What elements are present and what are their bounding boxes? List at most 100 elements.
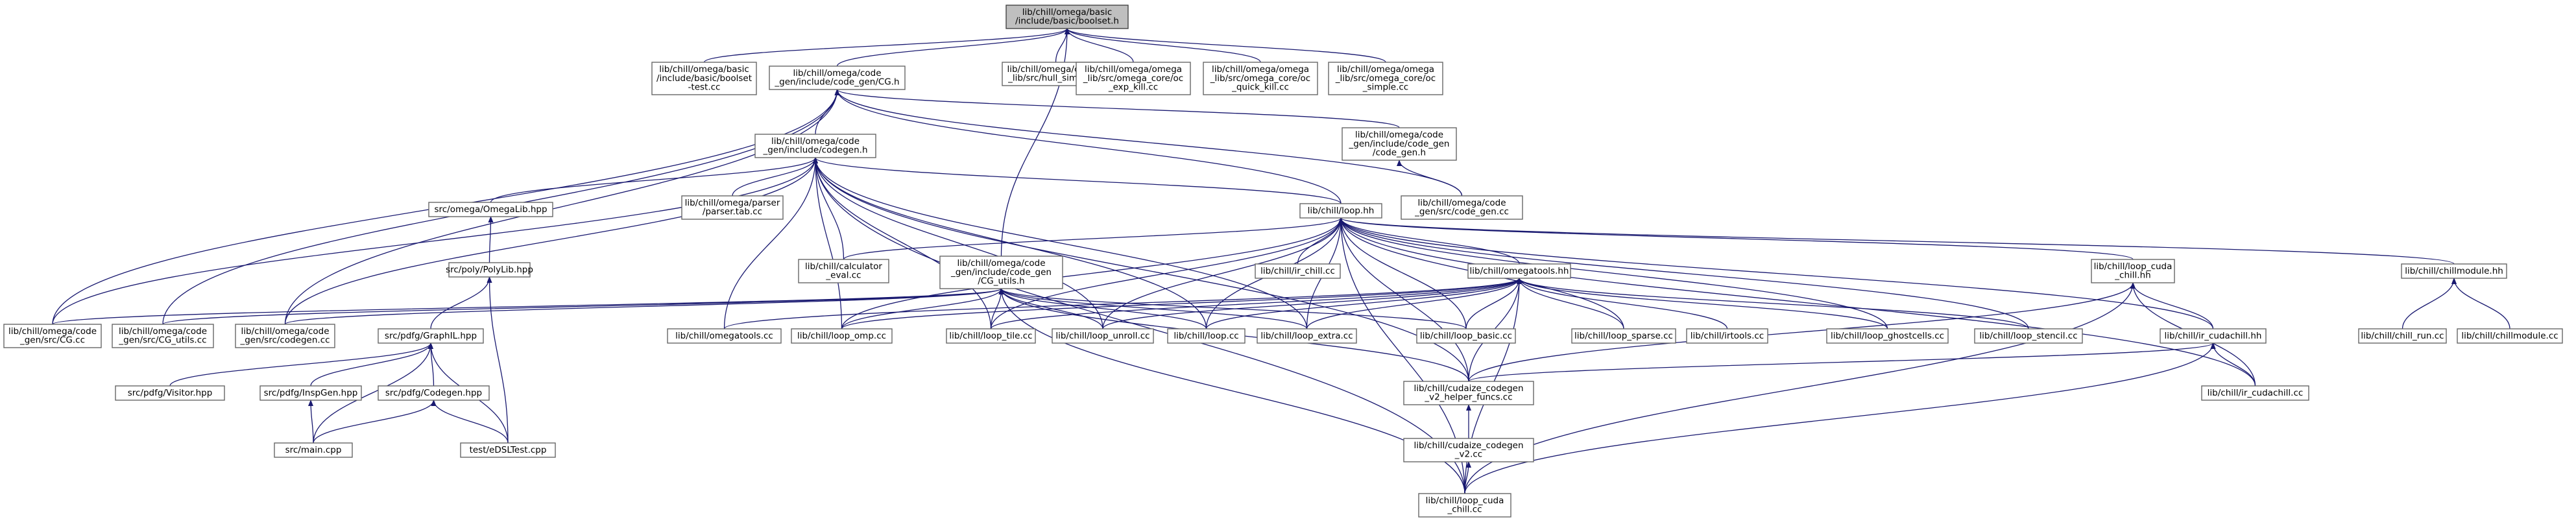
file-node-quick-kill[interactable]: lib/chill/omega/omega_lib/src/omega_core… [1203,62,1318,95]
file-node-cudaize-v2[interactable]: lib/chill/cudaize_codegen_v2.cc [1403,438,1534,462]
file-node-omegatools-hh[interactable]: lib/chill/omegatools.hh [1467,263,1571,279]
node-label-line: lib/chill/omegatools.cc [675,331,773,341]
node-label-line: lib/chill/omega/code [1355,130,1443,140]
node-box [1342,127,1457,161]
node-box [1403,381,1534,405]
node-label-line: _gen/src/CG_utils.cc [118,335,206,346]
edge-loop_ghost-to-loop_hh [1338,217,1888,329]
file-node-chillmodule-cc[interactable]: lib/chill/chillmodule.cc [2457,328,2563,344]
edge-ir_cudachill_hh-to-loop_hh [1338,217,2214,329]
node-label-line: _v2_helper_funcs.cc [1424,392,1512,403]
node-label-line: lib/chill/cudaize_codegen [1414,383,1523,394]
node-label-line: lib/chill/omega/code [771,136,860,147]
edge-cudaize_helper-to-loop_cuda_hh [1468,282,2136,382]
file-node-cg-utils-h[interactable]: lib/chill/omega/code_gen/include/code_ge… [939,256,1063,289]
node-box [1255,263,1341,279]
node-label-line: lib/chill/omega/code [241,326,329,337]
edge-loop_sparse-to-omegatools_hh [1517,278,1624,329]
node-box [112,324,214,348]
file-node-loop-tile[interactable]: lib/chill/loop_tile.cc [946,328,1036,344]
file-node-loop-sparse[interactable]: lib/chill/loop_sparse.cc [1571,328,1676,344]
file-node-ir-cudachill-hh[interactable]: lib/chill/ir_cudachill.hh [2160,328,2267,344]
node-label-line: _gen/include/code_gen/CG.h [774,77,899,88]
edge-loop_cuda_cc-to-codegen_h [813,157,1465,494]
edge-boolset_test-to-boolset [703,28,1070,63]
node-label-line: lib/chill/omega/code [793,68,881,78]
node-box [769,66,906,90]
node-box [651,62,757,95]
node-label-line: _chill.cc [1447,505,1482,515]
file-node-cudaize-helper[interactable]: lib/chill/cudaize_codegen_v2_helper_func… [1403,381,1534,405]
file-node-loop-cc[interactable]: lib/chill/loop.cc [1167,328,1246,344]
file-node-graphil[interactable]: src/pdfg/GraphIL.hpp [378,328,484,344]
file-node-codegen-hpp[interactable]: src/pdfg/Codegen.hpp [378,385,490,401]
node-label-line: lib/chill/omega/code [957,258,1045,269]
node-label-line: /parser.tab.cc [703,207,762,217]
edge-exp_kill-to-boolset [1065,28,1134,63]
file-node-chill-run[interactable]: lib/chill/chill_run.cc [2358,328,2447,344]
file-node-calculator[interactable]: lib/chill/calculator_eval.cc [798,259,889,283]
file-node-oc-simple[interactable]: lib/chill/omega/omega_lib/src/omega_core… [1328,62,1443,95]
edge-edsl_test-to-polylib [487,276,509,444]
file-node-loop-cuda-hh[interactable]: lib/chill/loop_cuda_chill.hh [2091,259,2175,283]
node-label-line: _lib/src/omega_core/oc [1083,73,1183,84]
edge-irtools-to-omegatools_hh [1517,278,1728,329]
file-node-code-gen-h[interactable]: lib/chill/omega/code_gen/include/code_ge… [1342,127,1457,161]
node-box [1416,328,1516,344]
node-label-line: src/main.cpp [285,445,342,455]
file-node-loop-hh[interactable]: lib/chill/loop.hh [1299,203,1382,219]
node-box [1076,62,1191,95]
node-label-line: _v2.cc [1454,449,1482,460]
file-node-code-gen-cc[interactable]: lib/chill/omega/code_gen/src/code_gen.cc [1401,195,1523,220]
file-node-loop-omp[interactable]: lib/chill/loop_omp.cc [791,328,893,344]
file-node-boolset[interactable]: lib/chill/omega/basic/include/basic/bool… [1005,5,1129,29]
edge-chillmodule_hh-to-loop_hh [1338,217,2455,265]
file-node-edsl-test[interactable]: test/eDSLTest.cpp [460,442,556,458]
file-node-visitor[interactable]: src/pdfg/Visitor.hpp [115,385,225,401]
edge-codegen_cc-to-cg_utils_h [284,288,1004,325]
file-node-exp-kill[interactable]: lib/chill/omega/omega_lib/src/omega_core… [1076,62,1191,95]
node-box [1974,328,2083,344]
node-label-line: src/pdfg/InspGen.hpp [264,388,358,398]
file-nodes: lib/chill/omega/basic/include/basic/bool… [3,5,2563,518]
file-node-ir-cudachill-cc[interactable]: lib/chill/ir_cudachill.cc [2201,385,2309,401]
edge-main_cpp-to-inspgen [308,400,314,444]
edge-loop_stencil-to-loop_hh [1338,217,2029,329]
file-node-codegen-cc[interactable]: lib/chill/omega/code_gen/src/codegen.cc [235,324,335,348]
file-node-cg-h[interactable]: lib/chill/omega/code_gen/include/code_ge… [769,66,906,90]
file-node-parser-tab[interactable]: lib/chill/omega/parser/parser.tab.cc [681,195,784,220]
file-node-boolset-test[interactable]: lib/chill/omega/basic/include/basic/bool… [651,62,757,95]
edge-loop_cuda_hh-to-loop_hh [1338,217,2134,260]
file-node-chillmodule-hh[interactable]: lib/chill/chillmodule.hh [2401,263,2507,279]
file-node-loop-ghost[interactable]: lib/chill/loop_ghostcells.cc [1826,328,1949,344]
file-node-polylib[interactable]: src/poly/PolyLib.hpp [446,262,533,278]
edge-calculator-to-codegen_h [813,157,845,260]
node-label-line: lib/chill/chillmodule.hh [2405,266,2503,276]
node-label-line: lib/chill/loop_omp.cc [797,331,886,341]
node-label-line: lib/chill/loop_sparse.cc [1574,331,1673,341]
file-node-cg-utils-cc[interactable]: lib/chill/omega/code_gen/src/CG_utils.cc [112,324,214,348]
edge-parser_tab-to-codegen_h [732,157,818,197]
node-label-line: _gen/include/codegen.h [762,145,867,156]
file-node-loop-unroll[interactable]: lib/chill/loop_unroll.cc [1052,328,1154,344]
file-node-irtools[interactable]: lib/chill/irtools.cc [1686,328,1768,344]
node-label-line: lib/chill/omega/basic [1022,7,1113,18]
file-node-codegen-h[interactable]: lib/chill/omega/code_gen/include/codegen… [754,134,876,158]
file-node-loop-basic[interactable]: lib/chill/loop_basic.cc [1416,328,1516,344]
file-node-ir-chill[interactable]: lib/chill/ir_chill.cc [1255,263,1341,279]
node-label-line: _lib/src/omega_core/oc [1335,73,1436,84]
node-box [2457,328,2563,344]
edge-codegen_cc-to-cg_h [284,89,840,325]
file-node-loop-extra[interactable]: lib/chill/loop_extra.cc [1257,328,1357,344]
node-box [1467,263,1571,279]
node-box [3,324,102,348]
file-node-loop-cuda-cc[interactable]: lib/chill/loop_cuda_chill.cc [1418,493,1511,518]
node-box [1403,438,1534,462]
file-node-omegatools-cc[interactable]: lib/chill/omegatools.cc [667,328,782,344]
file-node-inspgen[interactable]: src/pdfg/InspGen.hpp [259,385,362,401]
file-node-main-cpp[interactable]: src/main.cpp [274,442,353,458]
file-node-omegalib-hpp[interactable]: src/omega/OmegaLib.hpp [428,202,553,217]
node-label-line: _chill.hh [2114,270,2150,281]
file-node-cg-cc[interactable]: lib/chill/omega/code_gen/src/CG.cc [3,324,102,348]
file-node-loop-stencil[interactable]: lib/chill/loop_stencil.cc [1974,328,2083,344]
